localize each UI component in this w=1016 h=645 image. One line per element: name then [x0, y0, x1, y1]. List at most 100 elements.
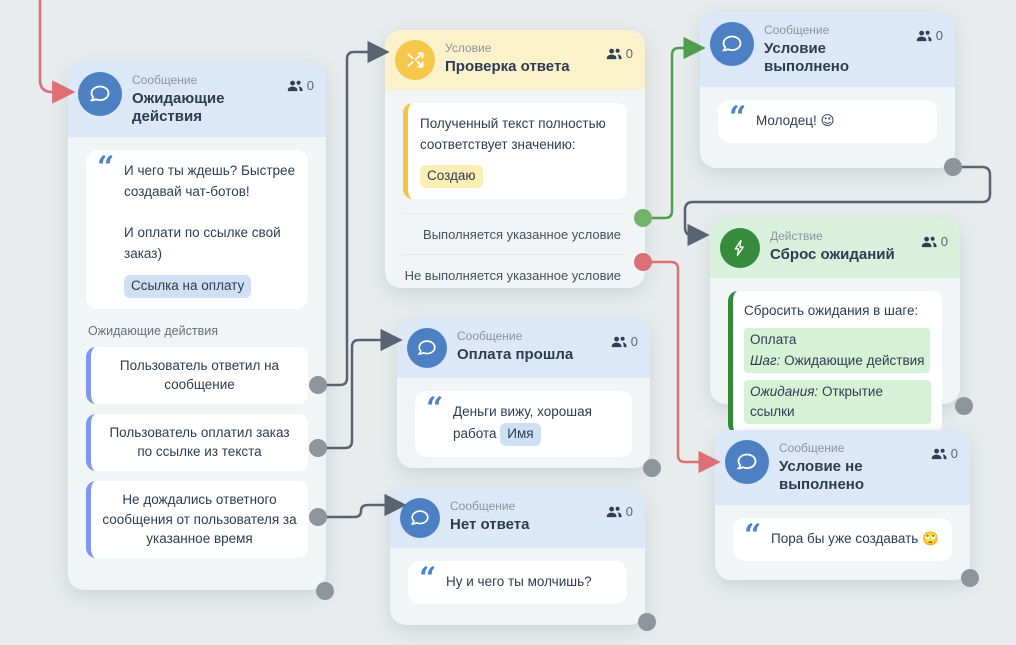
port-condition-met-out[interactable]: [944, 158, 962, 176]
wait-value: Открытие ссылки: [750, 383, 883, 419]
lightning-icon: [720, 228, 760, 268]
subscribers-badge: 0: [921, 228, 948, 249]
node-title: Ожидающие действия: [132, 89, 225, 126]
subscribers-badge: 0: [606, 498, 633, 519]
reset-wait-kind: Ожидания: Открытие ссылки: [744, 379, 931, 425]
port-action-paid[interactable]: [309, 439, 327, 457]
message-card[interactable]: “ И чего ты ждешь? Быстрее создавай чат-…: [86, 150, 308, 309]
message-card[interactable]: “ Пора бы уже создавать 🙄: [733, 518, 952, 562]
subscribers-count: 0: [625, 504, 633, 519]
node-reset-waits[interactable]: Действие Сброс ожиданий 0 Сбросить ожида…: [710, 218, 960, 435]
subscribers-count: 0: [630, 334, 638, 349]
edge-timeout-to-no-reply: [318, 493, 407, 519]
node-type-label: Сообщение: [779, 441, 845, 455]
message-text: Молодец! 😉: [756, 113, 835, 129]
node-header: Сообщение Ожидающие действия 0: [68, 62, 326, 138]
node-condition-met[interactable]: Сообщение Условие выполнено 0 “ Молодец!…: [700, 12, 955, 168]
users-icon: [287, 80, 303, 92]
condition-shuffle-icon: [395, 40, 435, 80]
subscribers-count: 0: [625, 46, 633, 61]
node-type-label: Сообщение: [457, 329, 523, 343]
node-waiting-actions[interactable]: Сообщение Ожидающие действия 0 “ И чего …: [68, 62, 326, 590]
step-value: Ожидающие действия: [784, 352, 925, 368]
rule-text: Полученный текст полностью соответствует…: [420, 116, 606, 152]
subscribers-count: 0: [950, 446, 958, 461]
node-header: Условие Проверка ответа 0: [385, 30, 645, 90]
subscribers-badge: 0: [611, 328, 638, 349]
edge-entry: [38, 0, 76, 104]
waiting-action-replied[interactable]: Пользователь ответил на сообщение: [86, 346, 308, 404]
users-icon: [611, 336, 627, 348]
port-reset-out[interactable]: [955, 397, 973, 415]
message-card[interactable]: “ Деньги вижу, хорошая работа Имя: [415, 391, 632, 457]
waiting-action-timeout[interactable]: Не дождались ответного сообщения от поль…: [86, 480, 308, 558]
node-type-label: Сообщение: [132, 73, 198, 87]
reset-action-card[interactable]: Сбросить ожидания в шаге: Оплата Шаг: Ож…: [728, 291, 942, 435]
node-type-label: Сообщение: [450, 499, 516, 513]
port-action-replied[interactable]: [309, 376, 327, 394]
node-header: Сообщение Нет ответа 0: [390, 488, 645, 548]
users-icon: [606, 506, 622, 518]
reset-target-step: Оплата Шаг: Ожидающие действия: [744, 328, 931, 373]
node-title: Проверка ответа: [445, 57, 570, 75]
message-text: И оплати по ссылке свой заказ): [124, 224, 281, 261]
node-header: Сообщение Оплата прошла 0: [397, 318, 650, 378]
node-title: Условие выполнено: [764, 39, 850, 76]
users-icon: [921, 236, 937, 248]
users-icon: [606, 48, 622, 60]
port-condition-true[interactable]: [634, 209, 652, 227]
node-type-label: Сообщение: [764, 23, 830, 37]
port-condition-not-met-out[interactable]: [961, 569, 979, 587]
message-bubble-icon: [725, 440, 769, 484]
message-bubble-icon: [407, 328, 447, 368]
subscribers-count: 0: [940, 234, 948, 249]
waiting-actions-section-label: Ожидающие действия: [88, 323, 218, 338]
node-type-label: Действие: [770, 229, 823, 243]
message-text: И чего ты ждешь? Быстрее создавай чат-бо…: [124, 163, 296, 200]
subscribers-badge: 0: [931, 440, 958, 461]
message-card[interactable]: “ Ну и чего ты молчишь?: [408, 561, 627, 604]
users-icon: [916, 30, 932, 42]
edge-paid-to-payment-done: [318, 328, 403, 450]
message-bubble-icon: [78, 72, 122, 116]
subscribers-badge: 0: [916, 22, 943, 43]
output-condition-true[interactable]: Выполняется указанное условие: [403, 212, 627, 254]
node-title: Нет ответа: [450, 515, 530, 533]
port-waiting-node-out[interactable]: [316, 582, 334, 600]
message-card[interactable]: “ Молодец! 😉: [718, 100, 937, 144]
subscribers-count: 0: [935, 28, 943, 43]
rule-value-pill: Создаю: [420, 164, 483, 188]
node-type-label: Условие: [445, 41, 492, 55]
port-condition-false[interactable]: [634, 253, 652, 271]
message-text: Деньги вижу, хорошая работа: [453, 404, 592, 441]
name-variable-pill: Имя: [500, 422, 541, 446]
action-text: Сбросить ожидания в шаге:: [744, 303, 919, 318]
edge-true-to-condition-met: [643, 36, 706, 220]
node-title: Оплата прошла: [457, 345, 574, 363]
payment-link-pill[interactable]: Ссылка на оплату: [124, 274, 252, 298]
edge-false-to-condition-not-met: [643, 260, 721, 474]
port-no-reply-out[interactable]: [638, 613, 656, 631]
condition-rule-card[interactable]: Полученный текст полностью соответствует…: [403, 103, 627, 199]
node-header: Сообщение Условие выполнено 0: [700, 12, 955, 88]
port-payment-done-out[interactable]: [643, 459, 661, 477]
node-condition-check[interactable]: Условие Проверка ответа 0 Полученный тек…: [385, 30, 645, 288]
message-bubble-icon: [400, 498, 440, 538]
waiting-action-paid[interactable]: Пользователь оплатил заказ по ссылке из …: [86, 413, 308, 471]
node-condition-not-met[interactable]: Сообщение Условие не выполнено 0 “ Пора …: [715, 430, 970, 580]
node-payment-done[interactable]: Сообщение Оплата прошла 0 “ Деньги вижу,…: [397, 318, 650, 468]
subscribers-badge: 0: [606, 40, 633, 61]
node-title: Условие не выполнено: [779, 457, 865, 494]
node-header: Сообщение Условие не выполнено 0: [715, 430, 970, 506]
node-title: Сброс ожиданий: [770, 245, 895, 263]
message-text: Пора бы уже создавать 🙄: [771, 531, 939, 547]
output-condition-false[interactable]: Не выполняется указанное условие: [403, 253, 627, 295]
target-name: Оплата: [750, 332, 797, 348]
message-bubble-icon: [710, 22, 754, 66]
port-action-timeout[interactable]: [309, 508, 327, 526]
step-label: Шаг:: [750, 352, 781, 368]
node-header: Действие Сброс ожиданий 0: [710, 218, 960, 278]
wait-label: Ожидания:: [750, 383, 819, 399]
node-no-reply[interactable]: Сообщение Нет ответа 0 “ Ну и чего ты мо…: [390, 488, 645, 625]
